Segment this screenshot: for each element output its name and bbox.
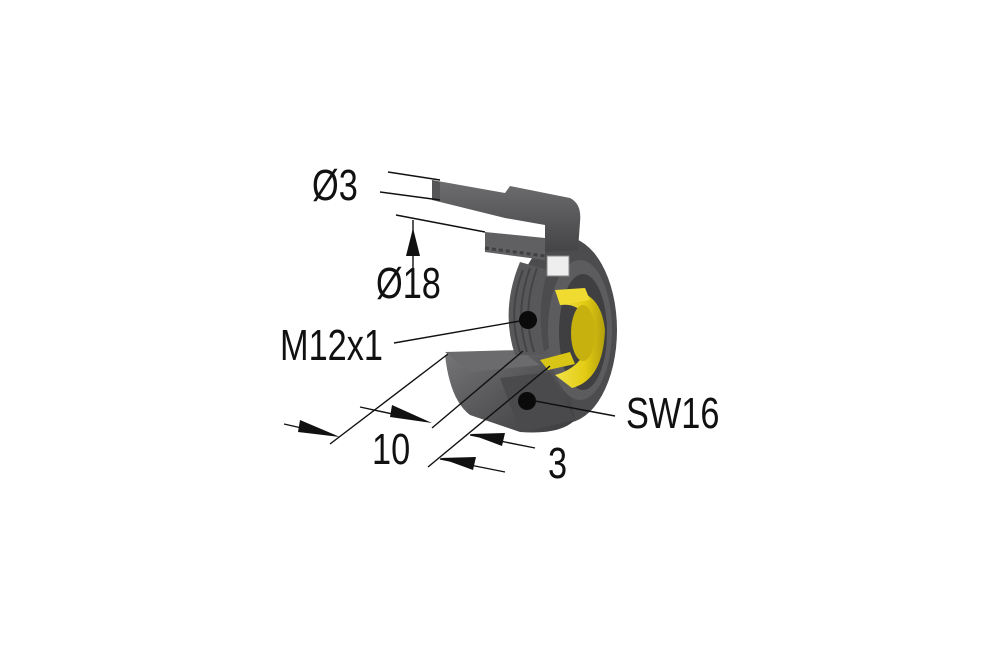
- length-label: 10: [372, 425, 411, 474]
- dimension-arrows: [298, 228, 505, 470]
- flange-length-label: 3: [548, 439, 568, 488]
- wrench-size-label: SW16: [626, 389, 720, 438]
- pin-diameter-label: Ø3: [312, 161, 358, 210]
- thread-label: M12x1: [280, 321, 384, 370]
- outer-diameter-label: Ø18: [376, 259, 441, 308]
- thread-marker-dot: [519, 311, 537, 329]
- angled-pin: [432, 180, 581, 277]
- seal-ring: [540, 288, 605, 388]
- hex-marker-dot: [518, 392, 536, 410]
